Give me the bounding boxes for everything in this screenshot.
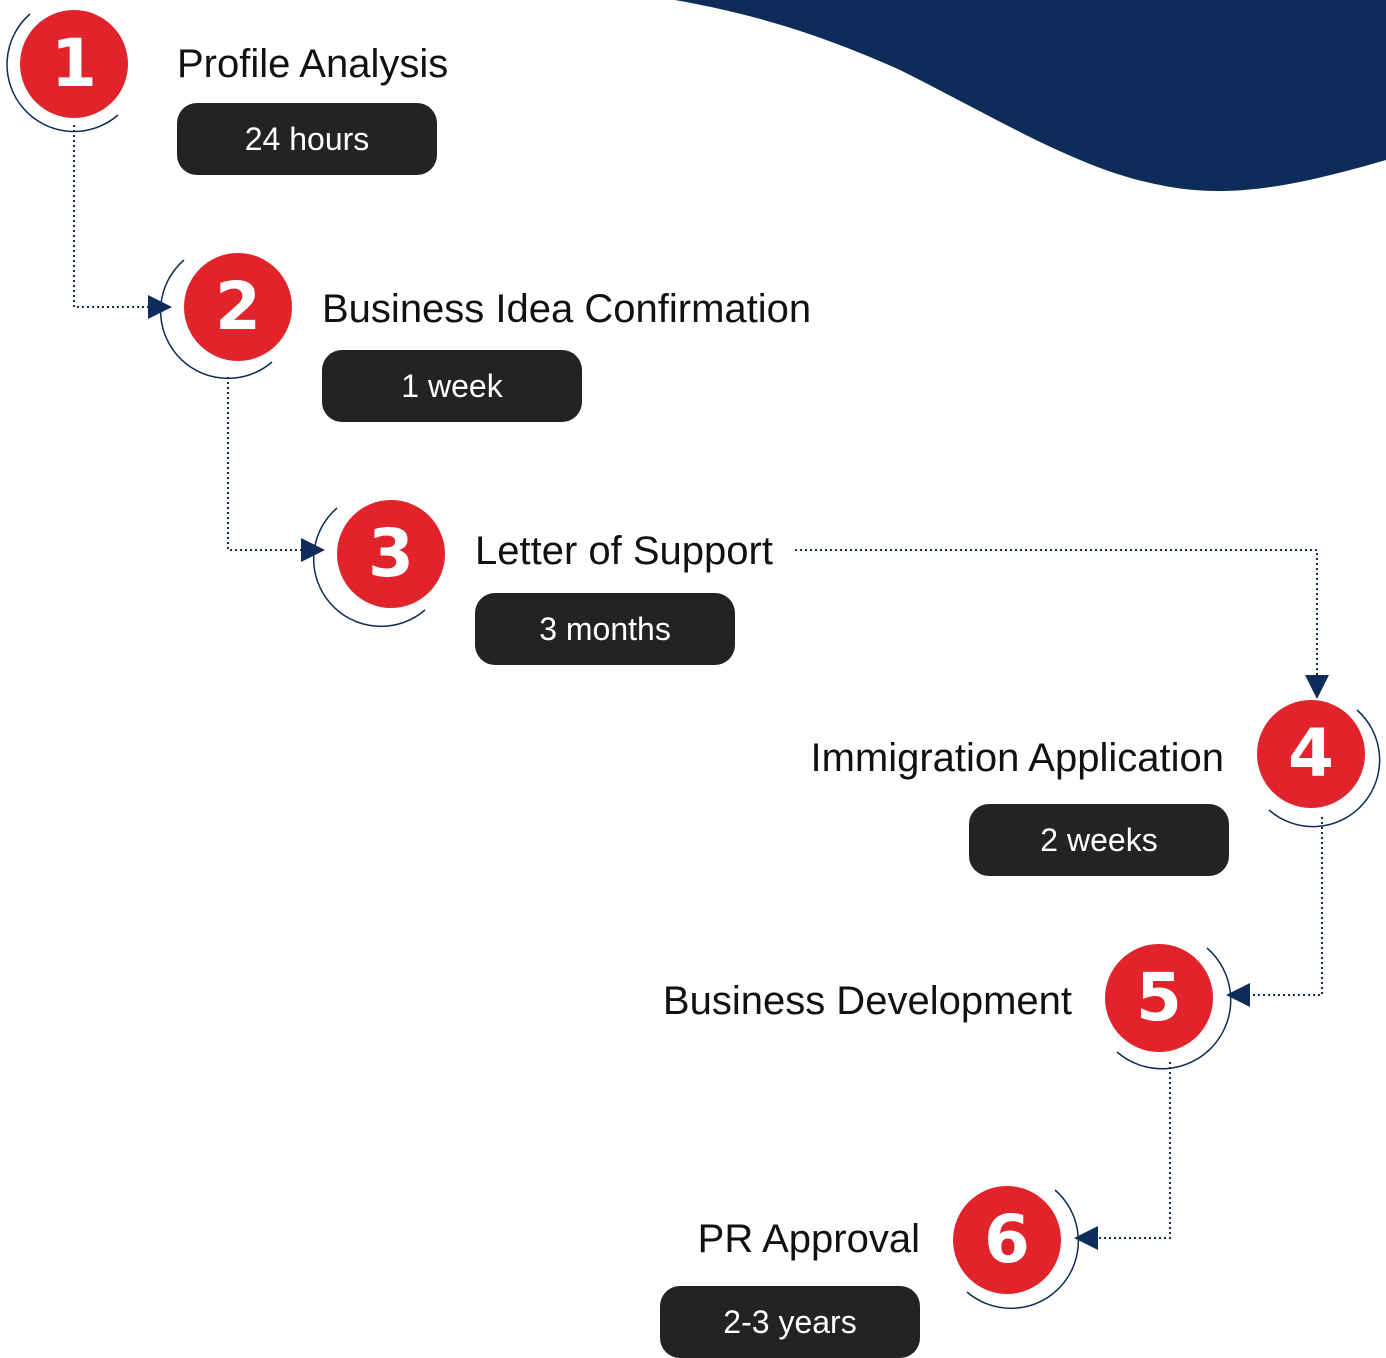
ring-arc-1 (6, 13, 119, 133)
step-1-duration-pill: 24 hours (177, 103, 437, 175)
step-3-title: Letter of Support (475, 529, 773, 573)
ring-arc-6 (966, 1189, 1080, 1310)
ring-arc-2 (159, 259, 273, 380)
ring-arc-5 (1116, 947, 1232, 1070)
step-2-number-badge: 2 (184, 253, 292, 361)
step-5-title: Business Development (662, 979, 1072, 1023)
step-3-duration-pill: 3 months (475, 593, 735, 665)
arrowhead-to-6 (1074, 1226, 1098, 1250)
connector-4-5 (1248, 817, 1323, 996)
step-4-title: Immigration Application (810, 736, 1224, 780)
connector-3-4 (795, 549, 1318, 677)
step-6-number-badge: 6 (953, 1186, 1061, 1294)
step-3-number-badge: 3 (337, 500, 445, 608)
connector-1-2 (73, 125, 150, 308)
step-5-number-badge: 5 (1105, 944, 1213, 1052)
step-6-title: PR Approval (697, 1217, 920, 1261)
arrowhead-to-5 (1226, 983, 1250, 1007)
step-6-duration-pill: 2-3 years (660, 1286, 920, 1358)
arrowhead-to-3 (301, 538, 325, 562)
step-1-title: Profile Analysis (177, 42, 449, 86)
step-4-number-badge: 4 (1257, 700, 1365, 808)
step-4-duration-pill: 2 weeks (969, 804, 1229, 876)
arrowhead-to-4 (1305, 675, 1329, 699)
connector-5-6 (1096, 1062, 1171, 1239)
arrowhead-to-2 (148, 295, 172, 319)
ring-arc-4 (1268, 709, 1381, 828)
decorative-navy-shape (675, 0, 1386, 191)
connector-2-3 (227, 377, 303, 551)
step-1-number-badge: 1 (20, 10, 128, 118)
step-2-duration-pill: 1 week (322, 350, 582, 422)
step-2-title: Business Idea Confirmation (322, 287, 812, 331)
ring-arc-3 (312, 507, 426, 628)
